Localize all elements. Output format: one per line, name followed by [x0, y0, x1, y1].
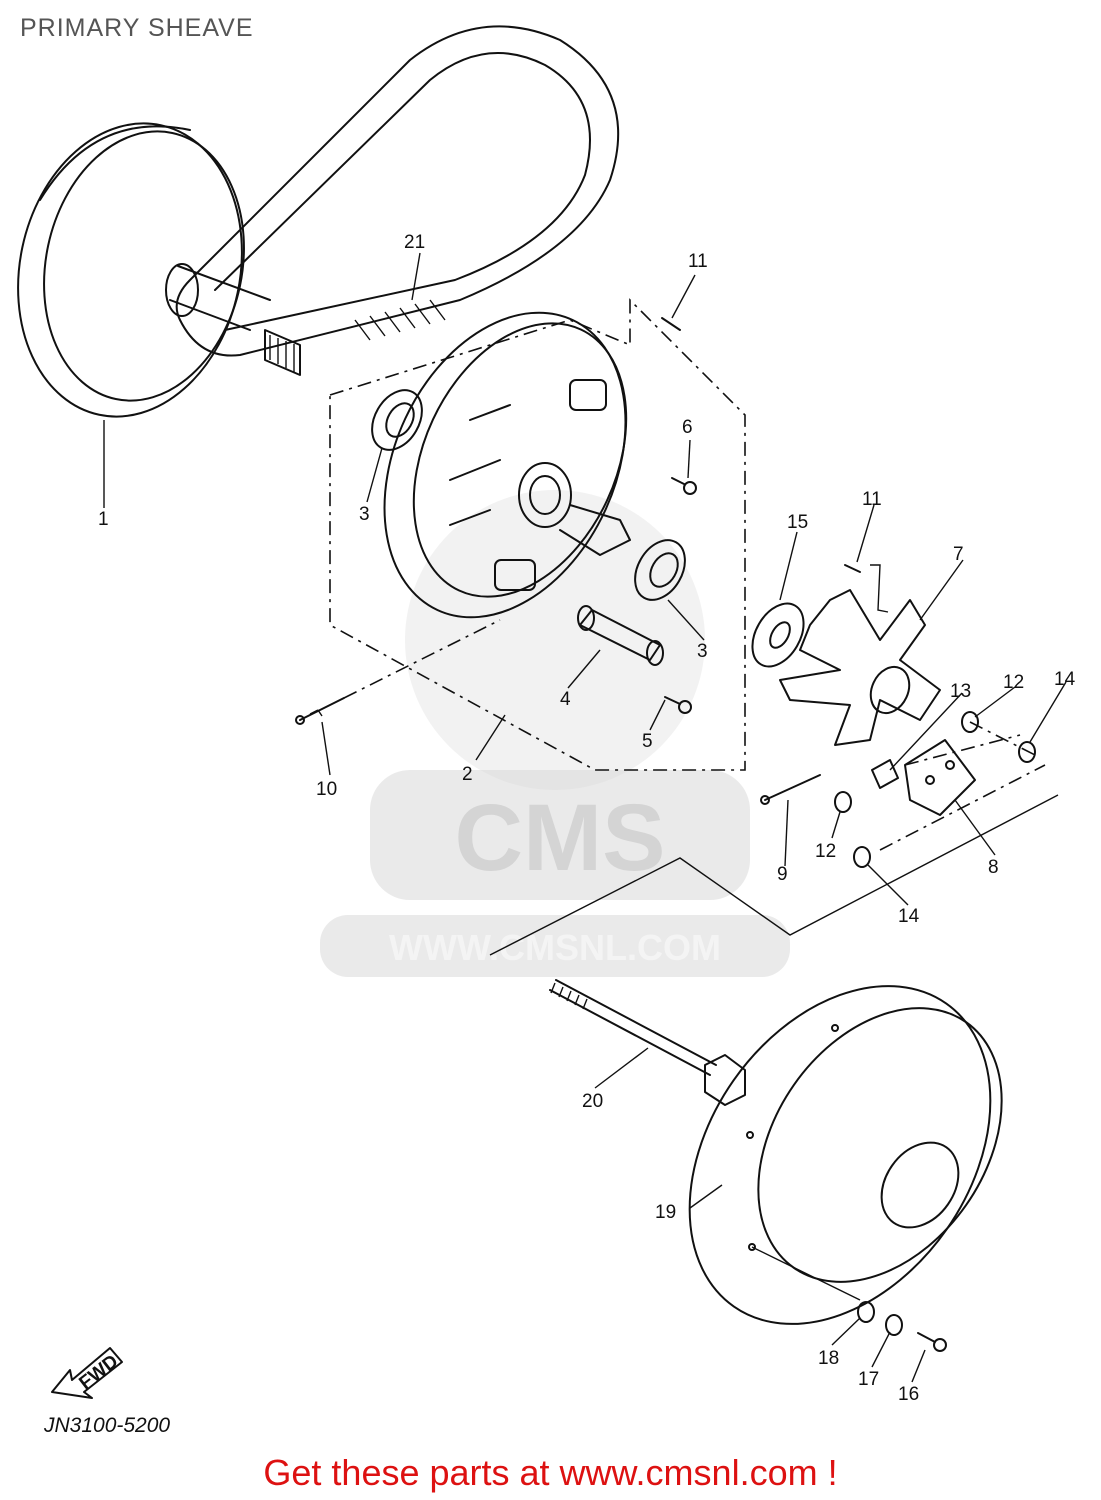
callout-4: 4	[560, 689, 571, 710]
part-16-bolt	[917, 1332, 947, 1352]
callout-21: 21	[404, 232, 425, 253]
part-12-washer-upper	[961, 711, 979, 733]
diagram-part-code: JN3100-5200	[44, 1414, 171, 1437]
callout-15: 15	[787, 512, 808, 533]
callout-12-upper: 12	[1003, 672, 1024, 693]
callout-13: 13	[950, 681, 971, 702]
callout-18: 18	[818, 1348, 839, 1369]
part-11-screw-right	[844, 564, 889, 613]
watermark-logo-text: CMS	[454, 785, 665, 891]
callout-14-upper: 14	[1054, 669, 1076, 690]
part-7-spider	[779, 589, 941, 746]
callout-12-lower: 12	[815, 841, 836, 862]
part-14-washer-lower	[853, 846, 871, 868]
callout-17: 17	[858, 1369, 879, 1390]
part-19-cover	[688, 985, 1003, 1325]
callout-3-right: 3	[697, 641, 708, 662]
callout-16: 16	[898, 1384, 919, 1405]
footer-cta-link[interactable]: Get these parts at www.cmsnl.com !	[263, 1452, 838, 1493]
callout-8: 8	[988, 857, 999, 878]
part-5-screw	[664, 696, 692, 714]
part-10-pin	[295, 697, 345, 725]
part-6-screw	[671, 477, 697, 495]
assembly-outline-lower	[489, 794, 1059, 956]
part-3-oil-seal-right	[634, 539, 686, 601]
callout-11-top: 11	[688, 251, 708, 272]
part-18-washer	[857, 1301, 875, 1323]
callout-5: 5	[642, 731, 653, 752]
part-11-screw-top	[661, 317, 681, 331]
part-15-washer	[751, 602, 805, 668]
callout-7: 7	[953, 544, 964, 565]
cms-watermark: CMS WWW.CMSNL.COM	[320, 490, 790, 977]
callout-labels: 1 2 3 3 4 5 6 7 8 9 10 11 11 12 12 13 14…	[98, 232, 1076, 1405]
part-8-slider-cap	[904, 739, 976, 816]
callout-3-left: 3	[359, 504, 370, 525]
fwd-arrow-icon: FWD	[51, 1347, 123, 1399]
washer-centerlines	[879, 721, 1046, 851]
part-12-washer-lower	[834, 791, 852, 813]
part-20-bolt	[549, 979, 746, 1106]
watermark-url-text: WWW.CMSNL.COM	[389, 927, 721, 968]
part-9-pin	[760, 774, 821, 805]
part-17-nut	[885, 1314, 903, 1336]
part-13-roller	[871, 759, 899, 789]
callout-19: 19	[655, 1202, 676, 1223]
callout-11-right: 11	[862, 489, 882, 510]
callout-2: 2	[462, 764, 473, 785]
part-3-oil-seal-left	[371, 389, 423, 451]
callout-10: 10	[316, 779, 337, 800]
leader-lines	[103, 252, 1067, 1383]
callout-14-lower: 14	[898, 906, 920, 927]
callout-6: 6	[682, 417, 693, 438]
assembly-outline-2	[329, 298, 746, 771]
pin-10-centerline	[343, 619, 501, 699]
callout-9: 9	[777, 864, 788, 885]
callout-1: 1	[98, 509, 109, 530]
part-4-bushing	[577, 605, 664, 666]
callout-20: 20	[582, 1091, 603, 1112]
page-title: PRIMARY SHEAVE	[20, 14, 254, 42]
part-1-sheave	[17, 122, 301, 418]
part-14-washer-upper	[1018, 741, 1036, 763]
part-21-drive-belt	[175, 25, 620, 357]
part-2-sheave-body	[383, 311, 631, 619]
